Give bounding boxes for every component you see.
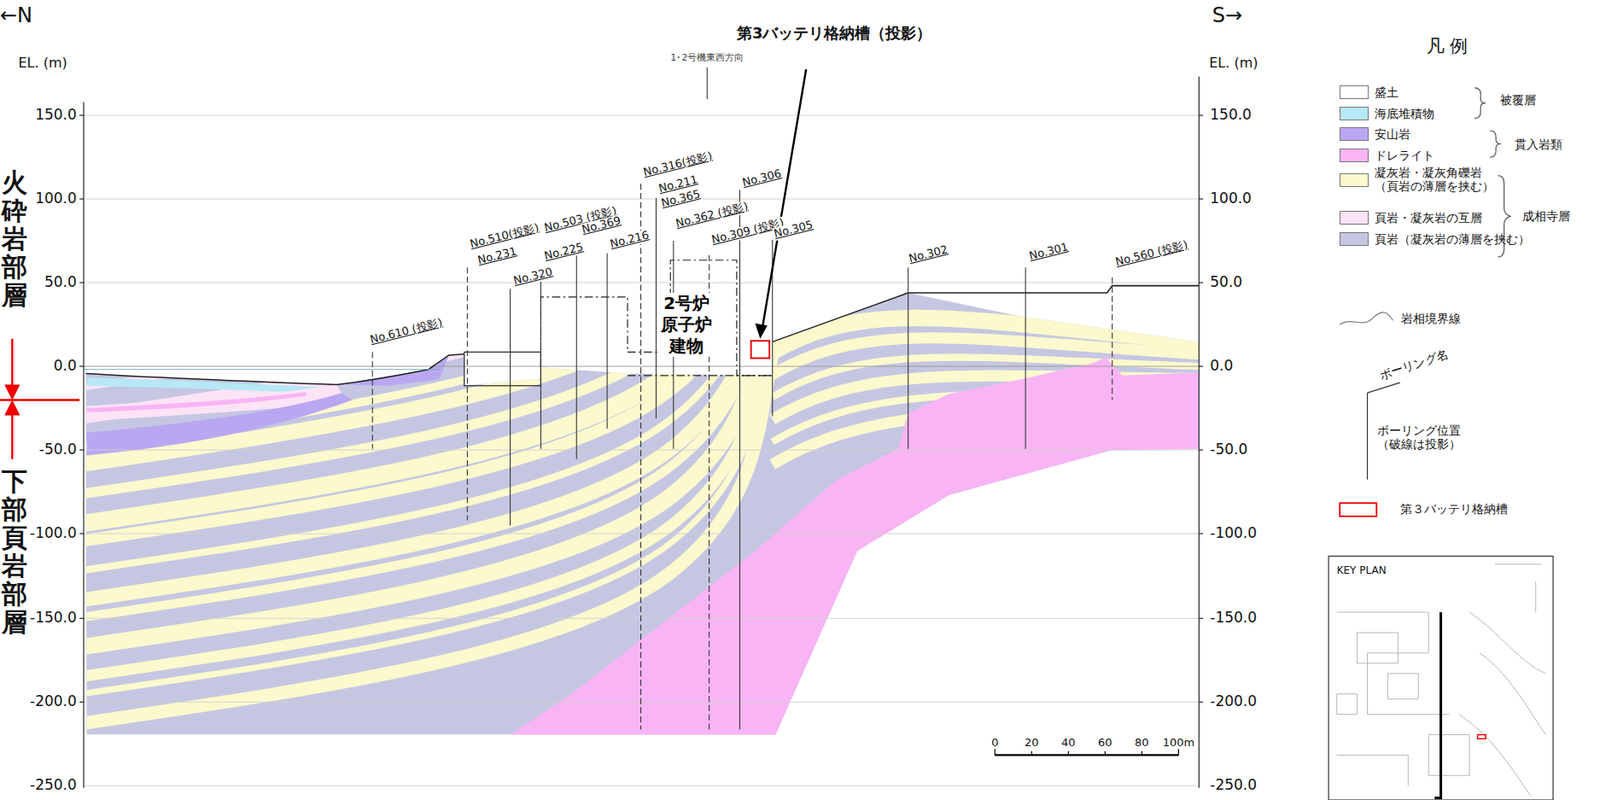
axis-tick: 0.0 <box>1208 357 1234 375</box>
borehole-label: No.320 <box>511 265 555 288</box>
borehole-label: No.301 <box>1027 240 1071 263</box>
borehole-label: No.306 <box>740 167 784 190</box>
axis-tick: 150.0 <box>1208 106 1253 124</box>
stratum-band <box>81 35 787 465</box>
scale-label: 40 <box>1061 736 1076 750</box>
scale-bar <box>994 748 1179 755</box>
axis-tick: -250.0 <box>1208 776 1258 795</box>
legend-swatch <box>1339 173 1368 187</box>
legend-swatch <box>1339 210 1368 225</box>
key-plan <box>1328 555 1554 800</box>
axes <box>79 76 1203 789</box>
building-name: 2号炉原子炉建物 <box>659 292 713 357</box>
axis-tick: -250.0 <box>29 776 78 795</box>
legend-group: 成相寺層 <box>1522 209 1571 223</box>
stratum-band <box>81 141 787 571</box>
axis-tick: -200.0 <box>29 693 78 711</box>
scale-label: 0 <box>991 736 999 750</box>
legend-group: 被覆層 <box>1500 93 1536 107</box>
legend-title: 凡 例 <box>1426 35 1469 57</box>
axis-tick: -150.0 <box>29 609 78 627</box>
legend-text: 頁岩・凝灰岩の互層 <box>1374 210 1483 225</box>
stratum-band <box>81 0 787 418</box>
axis-tick: 150.0 <box>34 106 78 124</box>
formation-label: 火砕岩部層 <box>1 168 28 310</box>
axis-tick: 50.0 <box>43 274 78 292</box>
legend-text: 第３バッテリ格納槽 <box>1400 502 1508 516</box>
formation-label: 下部頁岩部層 <box>1 467 28 637</box>
legend-group: 貫入岩類 <box>1514 136 1563 151</box>
scale-label: 60 <box>1097 736 1113 750</box>
axis-tick: -200.0 <box>1208 693 1258 711</box>
stratum-band <box>81 111 787 541</box>
keyplan-title: KEY PLAN <box>1337 565 1387 578</box>
legend-swatch <box>1339 148 1368 163</box>
borehole-label: No.225 <box>542 240 586 263</box>
axis-tick: -50.0 <box>38 441 78 459</box>
stratum-band <box>81 64 787 494</box>
ground-surface <box>83 260 1199 386</box>
legend-swatch <box>1339 106 1368 121</box>
legend-text: ボーリング位置（破線は投影） <box>1377 422 1461 450</box>
axis-tick: -100.0 <box>29 525 78 543</box>
legend-text: ボーリング名 <box>1377 346 1450 382</box>
axis-tick: 100.0 <box>34 190 78 208</box>
stratum-band <box>81 0 787 388</box>
section-note: 1･2号機東西方向 <box>670 52 744 65</box>
borehole-label: No.362 (投影) <box>673 199 751 231</box>
legend-swatch <box>1339 85 1368 100</box>
legend-marks <box>1339 87 1511 517</box>
scale-label: 100m <box>1162 736 1195 750</box>
axis-tick: 0.0 <box>52 357 78 375</box>
building-box: 2号炉原子炉建物 <box>654 289 719 361</box>
strata <box>81 0 1205 745</box>
legend-text: 凝灰岩・凝灰角礫岩（頁岩の薄層を挟む） <box>1374 165 1495 193</box>
boreholes <box>372 67 1112 730</box>
legend-text: 頁岩（凝灰岩の薄層を挟む） <box>1374 232 1530 246</box>
axis-title: EL. (m) <box>1208 55 1258 71</box>
borehole-label: No.302 <box>906 243 951 266</box>
legend-text: 海底堆積物 <box>1374 106 1435 121</box>
legend-swatch <box>1339 232 1368 246</box>
borehole-label: No.510(投影) <box>467 221 542 252</box>
legend-swatch <box>1339 127 1368 141</box>
legend-text: ドレライト <box>1374 148 1435 163</box>
scale-label: 20 <box>1024 736 1040 750</box>
axis-tick: -100.0 <box>1208 525 1258 543</box>
legend-text: 岩相境界線 <box>1401 311 1461 326</box>
stratum-band <box>81 188 787 618</box>
legend-text: 安山岩 <box>1374 127 1411 141</box>
axis-tick: -50.0 <box>1208 441 1249 459</box>
axis-title: EL. (m) <box>18 55 68 71</box>
scale-label: 80 <box>1134 736 1150 750</box>
battery-vault <box>751 340 771 358</box>
borehole-label: No.216 <box>607 228 652 252</box>
boundary-markers <box>0 338 80 460</box>
callout-arrow <box>754 69 806 339</box>
borehole-label: No.560 (投影) <box>1113 239 1191 270</box>
borehole-label: No.316(投影) <box>641 149 715 180</box>
axis-tick: 100.0 <box>1208 190 1253 208</box>
dolerite-body <box>510 351 1200 735</box>
axis-tick: -150.0 <box>1208 609 1258 627</box>
callout-label: 第3バッテリ格納槽（投影） <box>736 24 933 43</box>
direction-label: S→ <box>1212 4 1243 29</box>
legend-text: 盛土 <box>1374 85 1399 100</box>
axis-tick: 50.0 <box>1208 274 1244 292</box>
grid-lines <box>83 115 1199 786</box>
direction-label: ←N <box>0 4 33 29</box>
borehole-label: No.610 (投影) <box>367 315 445 347</box>
